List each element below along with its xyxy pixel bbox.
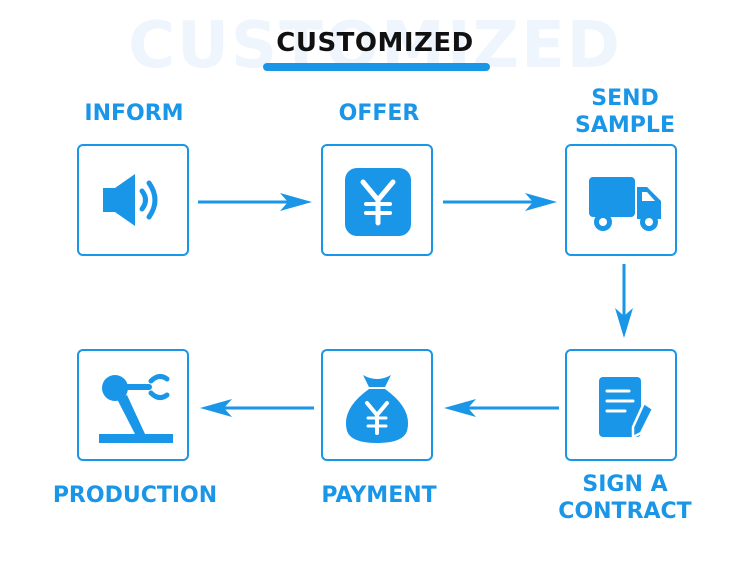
step-box-send-sample: [565, 144, 677, 256]
robot-arm-icon: [99, 373, 173, 443]
step-label-send-sample: SEND SAMPLE: [545, 85, 705, 139]
step-label-sign-contract: SIGN A CONTRACT: [540, 471, 710, 525]
step-label-sign-contract-line2: CONTRACT: [558, 499, 692, 524]
arrow-sign-contract-to-payment: [444, 399, 559, 417]
step-box-inform: [77, 144, 189, 256]
truck-icon: [589, 177, 661, 231]
yuan-icon: [345, 168, 411, 236]
arrow-offer-to-send-sample: [443, 193, 557, 211]
arrow-inform-to-offer: [198, 193, 312, 211]
step-label-payment: PAYMENT: [321, 483, 437, 508]
step-label-inform: INFORM: [84, 101, 184, 126]
arrow-payment-to-production: [200, 399, 314, 417]
step-label-sign-contract-line1: SIGN A: [582, 472, 668, 497]
step-label-production: PRODUCTION: [52, 483, 218, 508]
title-underline: [263, 63, 490, 71]
page-title: CUSTOMIZED: [276, 28, 474, 58]
step-box-offer: [321, 144, 433, 256]
arrow-send-sample-to-sign-contract: [615, 264, 633, 338]
step-label-offer: OFFER: [338, 101, 420, 126]
step-box-payment: [321, 349, 433, 461]
money-bag-icon: [345, 375, 409, 443]
speaker-icon: [103, 174, 158, 226]
step-label-send-sample-line1: SEND: [591, 86, 659, 111]
contract-icon: [599, 377, 655, 439]
step-label-send-sample-line2: SAMPLE: [575, 113, 675, 138]
step-box-production: [77, 349, 189, 461]
step-box-sign-contract: [565, 349, 677, 461]
